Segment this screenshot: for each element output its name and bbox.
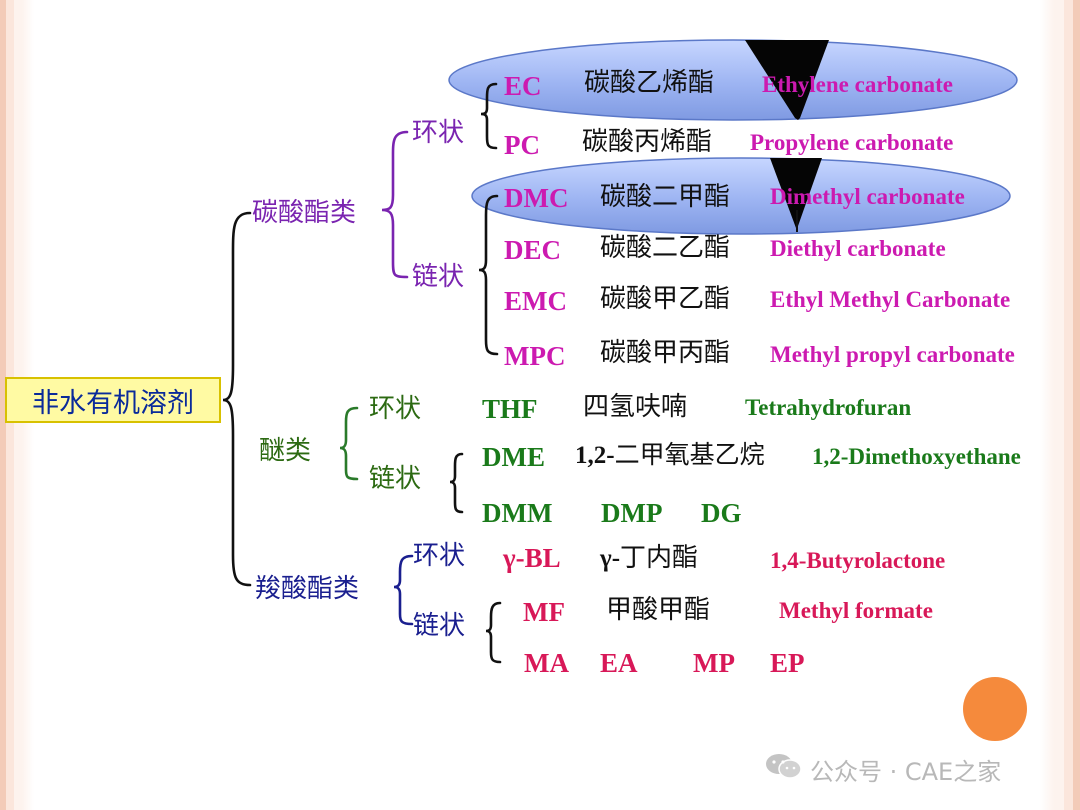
solvent-abbr-gbl: γ-BL [503,543,561,573]
brace-root [222,211,252,587]
highlight-wedge-ec [745,40,829,120]
root-node: 非水有机溶剂 [5,377,221,423]
solvent-english-pc: Propylene carbonate [750,130,954,155]
subgroup-carboxylate-ring: 环状 [413,541,466,571]
solvent-english-emc: Ethyl Methyl Carbonate [770,287,1011,312]
solvent-abbr-ma: MA [524,648,569,678]
solvent-name-dme-prefix: 1,2- [575,442,615,469]
subgroup-ether-ring: 环状 [369,394,422,424]
solvent-abbr-dmc: DMC [504,183,569,213]
solvent-english-mpc: Methyl propyl carbonate [770,342,1015,367]
solvent-english-dec: Diethyl carbonate [770,236,946,261]
solvent-abbr-thf: THF [482,394,538,424]
solvent-name-emc: 碳酸甲乙酯 [600,284,731,314]
solvent-name-gbl-main: 丁内酯 [620,543,699,573]
solvent-abbr-dmm: DMM [482,498,553,528]
category-carboxylate: 羧酸酯类 [255,574,360,604]
solvent-english-dmc: Dimethyl carbonate [770,184,965,209]
solvent-english-gbl: 1,4-Butyrolactone [770,548,946,573]
watermark-text: 公众号 · CAE之家 [810,758,1002,786]
highlight-wedge-dmc [770,158,822,228]
category-carbonate: 碳酸酯类 [252,198,357,228]
solvent-name-thf: 四氢呋喃 [583,392,688,422]
solvent-abbr-dec: DEC [504,235,562,265]
brace-carbonate [381,130,409,279]
solvent-name-pc: 碳酸丙烯酯 [582,127,713,157]
brace-carboxylate [393,554,414,626]
solvent-abbr-mp: MP [693,648,735,678]
solvent-name-ec: 碳酸乙烯酯 [584,68,715,98]
solvent-english-dme: 1,2-Dimethoxyethane [812,444,1021,469]
solvent-abbr-emc: EMC [504,286,567,316]
category-ether: 醚类 [259,436,312,466]
subgroup-carbonate-ring: 环状 [412,118,465,148]
solvent-name-mf: 甲酸甲酯 [606,595,711,625]
solvent-abbr-dg: DG [701,498,742,528]
brace-chain-carboxylate [485,601,502,664]
solvent-name-dme-main: 二甲氧基乙烷 [614,440,765,469]
solvent-abbr-dmp: DMP [601,498,663,528]
solvent-abbr-ec: EC [504,71,542,101]
solvent-name-gbl-prefix: γ- [600,545,621,572]
solvent-english-ec: Ethylene carbonate [762,72,954,97]
solvent-abbr-ep: EP [770,648,805,678]
root-label: 非水有机溶剂 [32,387,194,419]
brace-chain-ether [449,452,464,514]
solvent-abbr-pc: PC [504,130,540,160]
brace-chain-carbonate [478,194,499,356]
subgroup-ether-chain: 链状 [369,464,422,494]
wechat-icon [766,754,802,779]
solvent-english-thf: Tetrahydrofuran [745,395,912,420]
solvent-name-gbl: γ-丁内酯 [600,545,698,571]
solvent-abbr-mpc: MPC [504,341,566,371]
solvent-english-mf: Methyl formate [779,598,933,623]
solvent-abbr-ea: EA [600,648,638,678]
subgroup-carbonate-chain: 链状 [412,262,465,292]
solvent-abbr-dme: DME [482,442,545,472]
right-decorative-border [1040,0,1080,810]
solvent-name-dmc: 碳酸二甲酯 [600,182,731,212]
orange-decorative-dot [963,677,1027,741]
subgroup-carboxylate-chain: 链状 [413,611,466,641]
solvent-name-mpc: 碳酸甲丙酯 [600,338,731,368]
solvent-abbr-mf: MF [523,597,565,627]
highlight-ellipse-dmc [471,157,1011,235]
brace-ether [339,406,359,481]
solvent-name-dme: 1,2-二甲氧基乙烷 [575,442,765,468]
brace-ring-carbonate [480,82,498,150]
highlight-ellipse-ec [448,39,1018,121]
solvent-name-dec: 碳酸二乙酯 [600,233,731,263]
